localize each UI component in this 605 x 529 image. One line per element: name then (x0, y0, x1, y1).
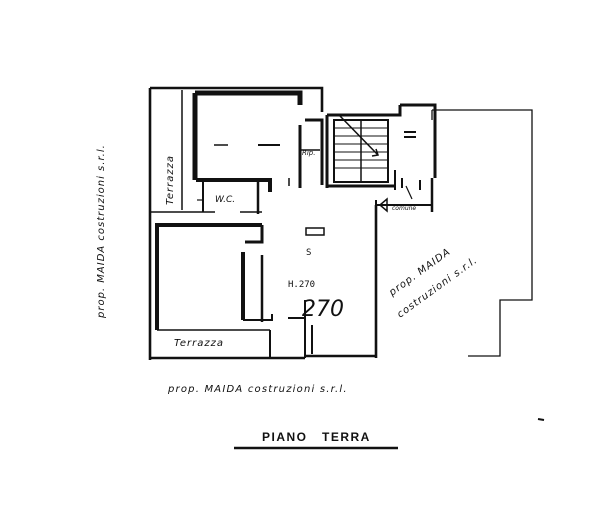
height-big-label: 270 (302, 297, 344, 322)
terrace-left-label: Terrazza (165, 155, 176, 205)
rip-label: Rip. (302, 149, 315, 157)
owner-left-label: prop. MAIDA costruzioni s.r.l. (96, 144, 107, 319)
common-entrance (375, 178, 434, 213)
terrace-bottom-label: Terrazza (174, 338, 224, 349)
room-mark: S (306, 248, 311, 258)
owner-bottom-label: prop. MAIDA costruzioni s.r.l. (167, 384, 348, 395)
staircase (325, 103, 437, 190)
stray-mark (537, 418, 545, 421)
owner-right-label-line1: prop. MAIDA (386, 246, 453, 299)
fixtures (197, 144, 325, 236)
common-label: comune (392, 205, 416, 212)
neighbour-property-outline (431, 109, 533, 357)
plan-title: PIANO TERRA (262, 430, 371, 444)
height-label: H.270 (288, 280, 315, 290)
apartment-walls (148, 86, 378, 360)
wc-label: W.C. (215, 195, 235, 205)
